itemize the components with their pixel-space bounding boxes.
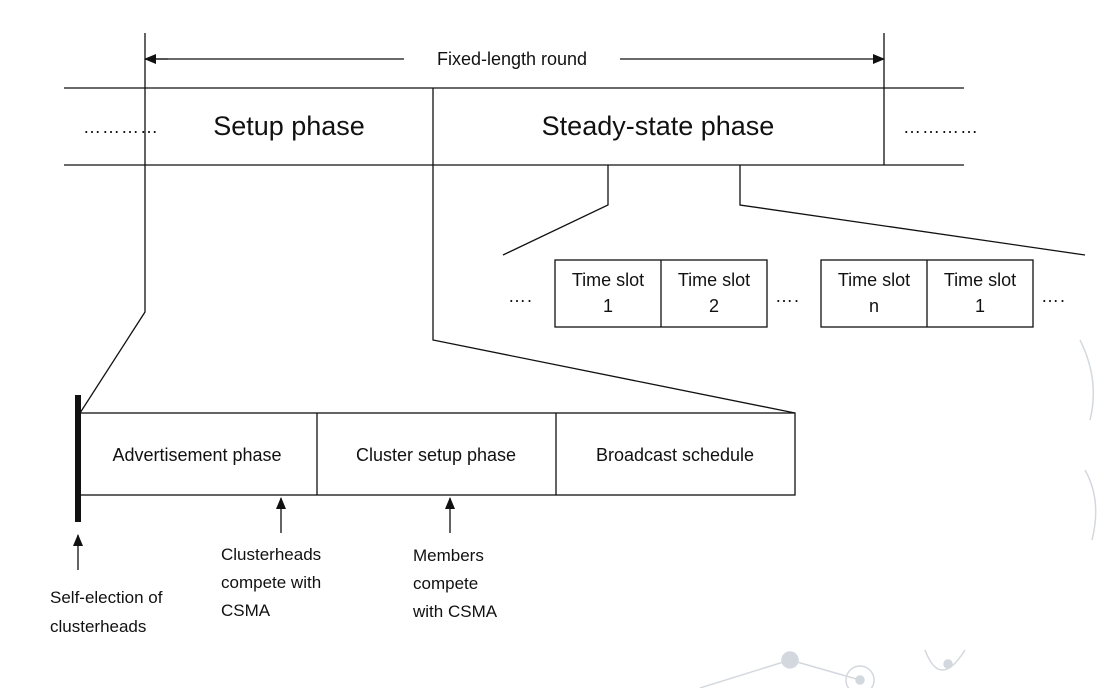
slot-dots-after: ….	[1041, 286, 1066, 306]
steady-state-phase-label: Steady-state phase	[542, 111, 775, 141]
svg-text:CSMA: CSMA	[221, 601, 271, 620]
time-slot-2: Time slot 2	[678, 270, 750, 316]
setup-phase-label: Setup phase	[213, 111, 365, 141]
advertisement-phase-label: Advertisement phase	[112, 445, 281, 465]
svg-text:Clusterheads: Clusterheads	[221, 545, 321, 564]
dots-right: …………	[903, 117, 979, 137]
time-slots: …. Time slot 1 Time slot 2 …. Time slot …	[508, 259, 1066, 328]
network-nodes-icon	[699, 339, 1097, 688]
time-slot-1: Time slot 1	[572, 270, 644, 316]
timeline-band: ………… Setup phase Steady-state phase …………	[64, 87, 979, 166]
svg-text:1: 1	[975, 296, 985, 316]
round-label: Fixed-length round	[437, 49, 587, 69]
svg-text:1: 1	[603, 296, 613, 316]
setup-phase-detail: Advertisement phase Cluster setup phase …	[75, 395, 796, 522]
svg-text:Time slot: Time slot	[572, 270, 644, 290]
svg-text:compete: compete	[413, 574, 478, 593]
self-election-annotation: Self-election of clusterheads	[50, 588, 163, 636]
time-slot-n: Time slot n	[838, 270, 910, 316]
slot-dots-mid: ….	[775, 286, 800, 306]
members-annotation: Members compete with CSMA	[412, 546, 498, 621]
svg-text:Time slot: Time slot	[944, 270, 1016, 290]
slot-dots-before: ….	[508, 286, 533, 306]
svg-text:clusterheads: clusterheads	[50, 617, 146, 636]
svg-text:n: n	[869, 296, 879, 316]
svg-text:with CSMA: with CSMA	[412, 602, 498, 621]
svg-text:2: 2	[709, 296, 719, 316]
cluster-setup-phase-label: Cluster setup phase	[356, 445, 516, 465]
svg-text:Time slot: Time slot	[678, 270, 750, 290]
svg-text:Self-election of: Self-election of	[50, 588, 163, 607]
clusterheads-annotation: Clusterheads compete with CSMA	[221, 545, 321, 620]
fixed-length-round-span: Fixed-length round	[144, 33, 885, 165]
time-slot-1-next: Time slot 1	[944, 270, 1016, 316]
steady-state-zoom-lines	[502, 165, 1086, 256]
broadcast-schedule-label: Broadcast schedule	[596, 445, 754, 465]
svg-text:Time slot: Time slot	[838, 270, 910, 290]
setup-zoom-lines	[79, 165, 796, 414]
svg-text:compete with: compete with	[221, 573, 321, 592]
annotation-arrows	[73, 497, 455, 570]
svg-text:Members: Members	[413, 546, 484, 565]
dots-left: …………	[83, 117, 159, 137]
